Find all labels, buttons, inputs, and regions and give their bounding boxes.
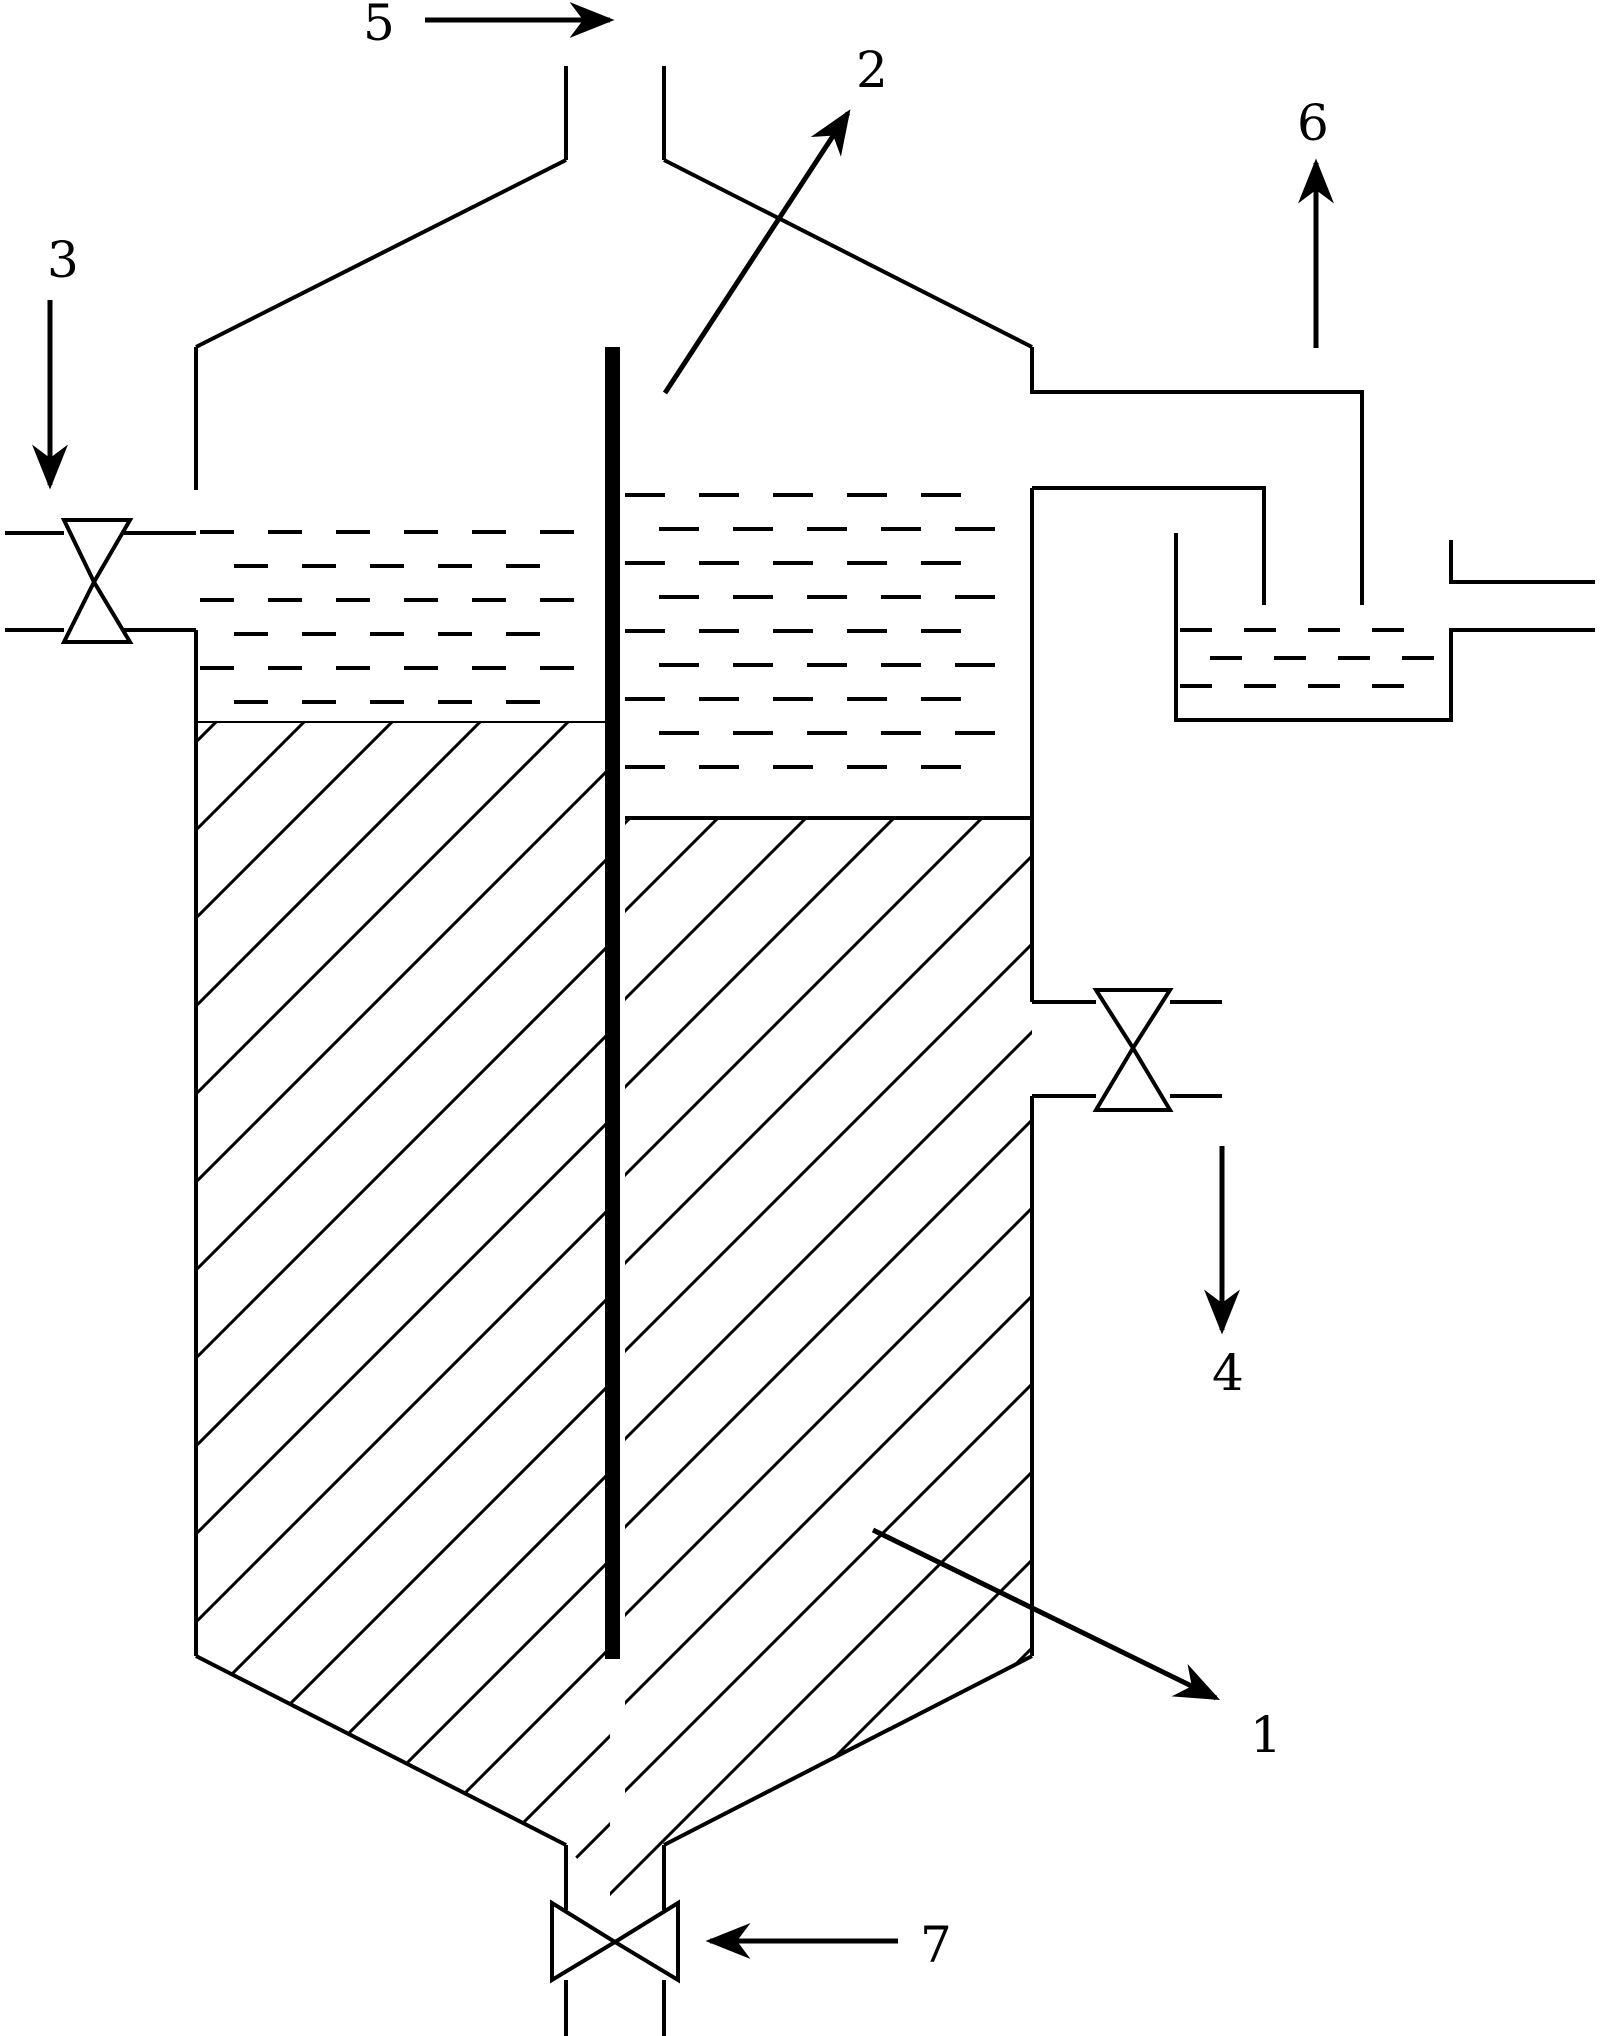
hatch-line xyxy=(196,722,610,1900)
right-outlet-pipe xyxy=(1032,1000,1222,1098)
hatch-line xyxy=(1482,700,1600,1920)
label-5: 5 xyxy=(363,0,395,52)
hatch-line xyxy=(1376,800,1600,1920)
hatch-line xyxy=(610,818,1032,1900)
hatch-line xyxy=(1130,700,1600,1920)
hatch-line xyxy=(1552,800,1600,1920)
left-liquid-layer xyxy=(200,530,574,704)
label-6: 6 xyxy=(1297,94,1329,152)
baffle-plate xyxy=(605,347,620,1659)
hatch-line xyxy=(690,700,1600,1920)
hatch-line xyxy=(778,700,1600,1920)
hatch-line xyxy=(758,818,1032,1900)
hatch-line xyxy=(1022,818,1032,1900)
left-solid-bed xyxy=(0,700,1600,1920)
arrow-1 xyxy=(871,1527,1221,1701)
hatch-line xyxy=(196,722,328,1900)
label-2: 2 xyxy=(856,41,888,99)
hatch-line xyxy=(610,818,914,1900)
label-7: 7 xyxy=(920,1916,952,1974)
hatch-line xyxy=(610,818,1032,1900)
hatch-line xyxy=(1570,700,1600,1920)
hatch-line xyxy=(196,722,610,1900)
hatch-line xyxy=(610,818,826,1900)
bottom-discharge-valve xyxy=(550,1899,680,1984)
label-1: 1 xyxy=(1250,1706,1282,1764)
hatch-line xyxy=(196,722,610,1900)
hatch-line xyxy=(196,722,240,1900)
hatch-line xyxy=(0,700,150,1920)
reactor-vessel xyxy=(194,66,1364,2036)
right-liquid-layer xyxy=(625,493,995,769)
hatch-line xyxy=(610,818,1002,1900)
right-solid-bed xyxy=(610,800,1600,1920)
left-inlet-pipe xyxy=(5,531,196,632)
hatch-line xyxy=(1042,700,1600,1920)
hatch-line xyxy=(196,722,610,1900)
side-tank xyxy=(1174,533,1595,722)
hatch-line xyxy=(670,818,1032,1900)
hatch-line xyxy=(196,722,416,1900)
hatch-line xyxy=(1464,800,1600,1920)
hatch-line xyxy=(248,722,610,1900)
left-inlet-valve xyxy=(60,518,134,644)
hatch-line xyxy=(336,722,610,1900)
hatch-line xyxy=(1394,700,1600,1920)
right-outlet-valve xyxy=(1092,988,1174,1112)
hatch-line xyxy=(1112,800,1600,1920)
hatch-line xyxy=(610,818,1032,1900)
label-4: 4 xyxy=(1212,1344,1244,1402)
hatch-line xyxy=(196,722,610,1900)
flow-arrows xyxy=(32,2,1334,1959)
hatch-line xyxy=(610,818,1032,1900)
hatch-line xyxy=(610,818,1032,1900)
hatch-line xyxy=(1306,700,1600,1920)
hatch-line xyxy=(196,722,610,1900)
hatch-line xyxy=(196,722,592,1900)
hatch-line xyxy=(610,818,1032,1900)
hatch-line xyxy=(866,700,1600,1920)
hatch-line xyxy=(196,722,610,1900)
label-3: 3 xyxy=(47,231,79,289)
hatch-line xyxy=(196,722,610,1900)
hatch-line xyxy=(600,722,610,1900)
hatch-line xyxy=(1288,800,1600,1920)
arrow-2 xyxy=(662,109,851,395)
hatch-line xyxy=(196,722,504,1900)
hatch-line xyxy=(196,722,610,1900)
side-tank-liquid xyxy=(1180,628,1434,688)
bed-interfaces xyxy=(196,721,1032,820)
hatch-line xyxy=(424,722,610,1900)
hatch-line xyxy=(610,818,1032,1900)
